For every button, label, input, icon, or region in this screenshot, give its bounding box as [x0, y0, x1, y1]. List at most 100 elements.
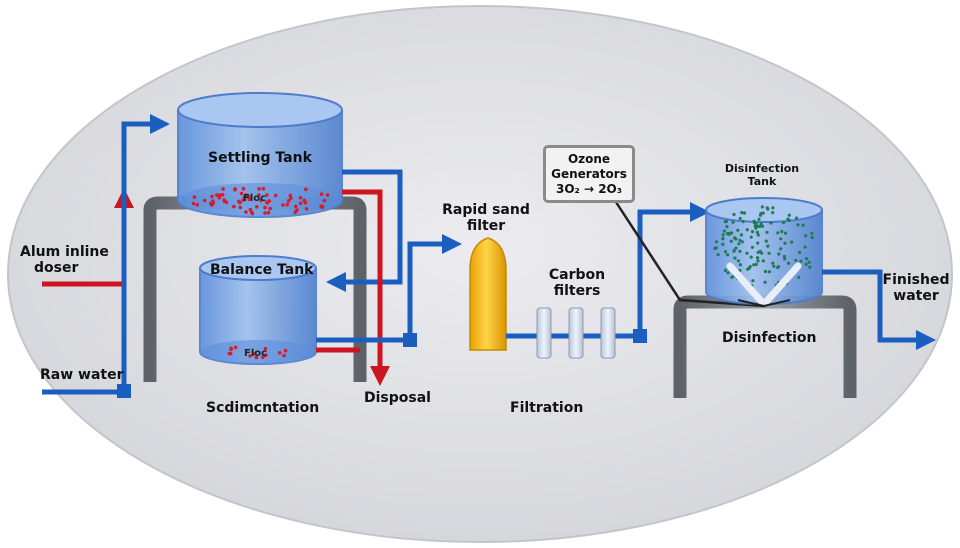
ozone-bubble — [734, 237, 738, 241]
ozone-bubble — [765, 206, 769, 210]
ozone-bubble — [794, 258, 798, 262]
ozone-diffusers — [726, 262, 802, 308]
ozone-bubble — [749, 235, 753, 239]
ozone-bubble — [729, 239, 733, 243]
disinfection-tank — [705, 197, 823, 305]
floc-dot — [264, 353, 268, 358]
floc-dot — [304, 207, 309, 211]
raw-water-pipe — [42, 114, 170, 395]
floc-particles-bottom — [227, 345, 288, 360]
ozone-bubble — [782, 254, 787, 259]
floc-dot — [325, 193, 330, 197]
ozone-bubble — [771, 261, 775, 265]
ozone-bubble — [756, 241, 760, 245]
disposal-label: Disposal — [364, 390, 431, 406]
ozone-bubble — [798, 250, 802, 254]
ozone-bubble — [771, 211, 775, 215]
pipe-elbow-3 — [633, 329, 647, 343]
ozone-bubble — [796, 223, 800, 227]
ozone-bubble — [754, 262, 759, 266]
ozone-bubble — [756, 233, 760, 237]
ozone-bubble — [766, 244, 770, 248]
ozone-bubbles — [713, 205, 814, 289]
ozone-bubble — [736, 259, 741, 263]
settling-tank-label: Settling Tank — [208, 150, 312, 166]
disinfection-tank-line2: Tank — [747, 175, 777, 188]
ozone-bubble — [750, 230, 755, 234]
ozone-bubble — [721, 237, 725, 241]
floc-dot — [266, 210, 271, 215]
ozone-bubble — [716, 253, 720, 257]
ozone-bubble — [801, 223, 805, 227]
balance-tank — [199, 255, 317, 365]
ozone-bubble — [758, 249, 762, 253]
carbon-line2: filters — [553, 283, 601, 299]
floc-dot — [248, 207, 253, 212]
floc-dot — [320, 205, 325, 210]
ozone-bubble — [722, 229, 726, 233]
floc-dot — [221, 187, 225, 191]
floc-dot — [248, 354, 252, 358]
ozone-bubble — [755, 230, 759, 234]
ozone-bubble — [740, 240, 744, 244]
alum-doser-label: Alum inline doser — [20, 244, 109, 276]
carbon-filters-label: Carbon filters — [549, 267, 605, 299]
ozone-bubble — [758, 224, 762, 228]
floc-dot — [289, 196, 293, 201]
ozone-bubble — [810, 231, 814, 235]
ozone-bubble — [777, 252, 781, 256]
filtration-label: Filtration — [510, 400, 584, 416]
ozone-bubble — [732, 212, 736, 217]
ozone-bubble — [776, 231, 780, 235]
ozone-bubble — [736, 228, 740, 232]
ozone-bubble — [804, 262, 808, 266]
floc-dot — [191, 201, 196, 206]
floc-dot — [267, 199, 272, 203]
floc-dot — [239, 191, 244, 196]
ozone-bubble — [750, 245, 755, 249]
ozone-bubble — [738, 216, 742, 221]
floc-dot — [242, 195, 247, 199]
ozone-bubble — [732, 249, 736, 253]
floc-dot — [238, 205, 243, 210]
finished-line2: water — [893, 288, 939, 304]
ozone-bubble — [721, 242, 725, 246]
ozone-bubble — [738, 263, 743, 267]
sedimentation-label: Scdimcntation — [206, 400, 320, 416]
disinfection-tank-line1: Disinfection — [724, 162, 800, 175]
floc-dot — [268, 206, 272, 211]
floc-dot — [257, 187, 261, 191]
floc-dot — [298, 201, 303, 206]
ozone-bubble — [799, 259, 803, 263]
ozone-bubble — [758, 213, 763, 217]
floc-dot — [202, 198, 207, 203]
ozone-bubble — [730, 275, 734, 279]
floc-dot — [233, 345, 238, 350]
floc-dot — [228, 351, 233, 356]
ozone-bubble — [767, 270, 772, 274]
floc-dot — [257, 193, 261, 197]
pipe-elbow — [117, 384, 131, 398]
ozone-bubble — [751, 279, 755, 283]
ozone-bubble — [726, 271, 730, 275]
floc-dot — [322, 198, 327, 203]
ozone-bubble — [769, 221, 773, 225]
rapid-sand-line2: filter — [466, 218, 506, 234]
balance-to-sand-pipe — [316, 234, 462, 343]
floc-dot — [261, 186, 266, 191]
ozone-bubble — [725, 232, 730, 236]
ozone-line2: Generators — [551, 167, 627, 181]
floc-dot — [261, 355, 265, 360]
ozone-bubble — [714, 240, 719, 244]
ozone-bubble — [756, 256, 760, 260]
ozone-bubble — [765, 230, 769, 234]
floc-dot — [215, 193, 219, 197]
ozone-bubble — [741, 219, 745, 224]
rapid-sand-filter-label: Rapid sand filter — [442, 202, 530, 234]
ozone-bubble — [723, 268, 728, 272]
ozone-bubble — [808, 265, 812, 269]
floc-dot — [232, 204, 236, 209]
ozone-bubble — [752, 263, 756, 267]
floc-dot — [241, 198, 245, 202]
floc-dot — [265, 193, 269, 197]
